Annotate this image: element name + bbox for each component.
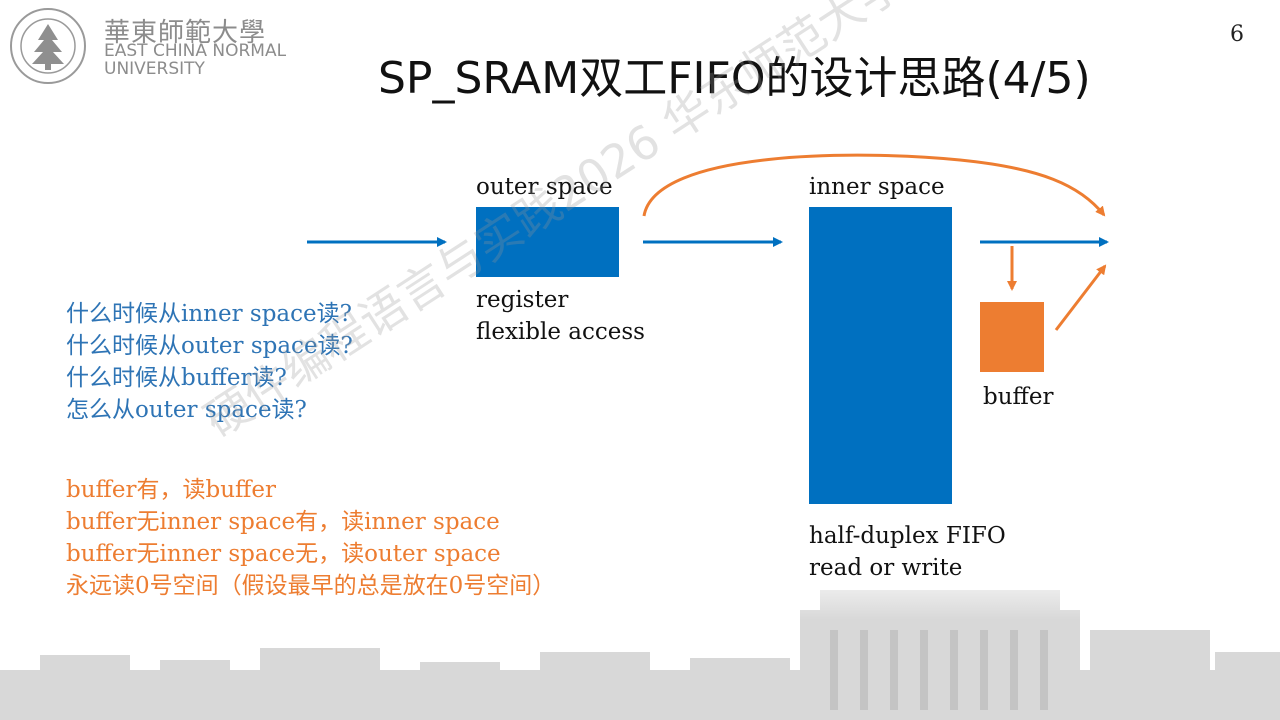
flexible-access-label: flexible access	[476, 319, 645, 345]
logo-english-line2: UNIVERSITY	[104, 59, 205, 79]
question-item: 什么时候从buffer读?	[66, 365, 287, 391]
answer-list: buffer有，读buffer buffer无inner space有，读inn…	[66, 474, 555, 602]
logo-chinese-name: 華東師範大學	[104, 18, 267, 48]
slide-title: SP_SRAM双工FIFO的设计思路(4/5)	[378, 53, 1091, 104]
question-list: 什么时候从inner space读? 什么时候从outer space读? 什么…	[66, 298, 353, 426]
answer-item: 永远读0号空间（假设最早的总是放在0号空间）	[66, 573, 556, 599]
outer-space-label: outer space	[476, 174, 613, 200]
register-label: register	[476, 287, 569, 313]
bypass-curve-arrow	[642, 153, 1106, 217]
page-number: 6	[1230, 22, 1244, 47]
outer-space-block	[476, 207, 619, 277]
buffer-label: buffer	[983, 384, 1054, 410]
campus-skyline-background	[0, 560, 1280, 720]
university-logo: 華東師範大學 EAST CHINA NORMAL UNIVERSITY	[8, 6, 308, 90]
university-emblem-icon	[10, 8, 86, 84]
buffer-out-arrow	[1054, 264, 1107, 331]
question-item: 怎么从outer space读?	[66, 397, 307, 423]
logo-english-line1: EAST CHINA NORMAL	[104, 41, 287, 61]
answer-item: buffer有，读buffer	[66, 477, 276, 503]
answer-item: buffer无inner space无，读outer space	[66, 541, 501, 567]
answer-item: buffer无inner space有，读inner space	[66, 509, 500, 535]
question-item: 什么时候从inner space读?	[66, 301, 352, 327]
read-or-write-label: read or write	[809, 555, 963, 581]
question-item: 什么时候从outer space读?	[66, 333, 353, 359]
buffer-block	[980, 302, 1044, 372]
half-duplex-label: half-duplex FIFO	[809, 523, 1006, 549]
inner-space-label: inner space	[809, 174, 945, 200]
inner-space-block	[809, 207, 952, 504]
